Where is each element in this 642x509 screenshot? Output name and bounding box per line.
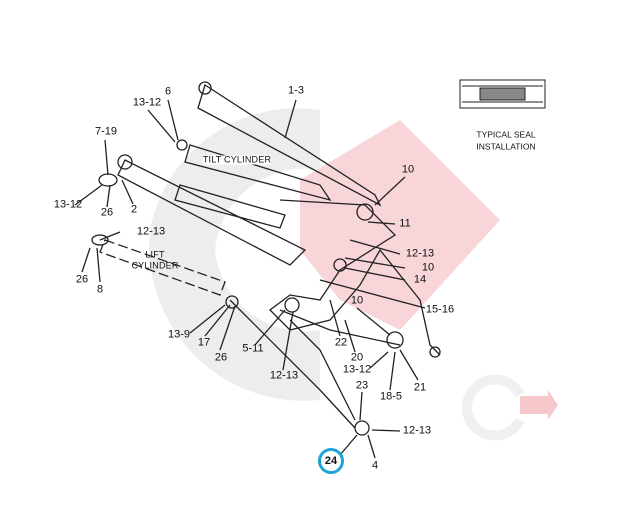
callout-label: 20 [350, 351, 364, 364]
watermark-logo [149, 108, 558, 441]
callout-label: 7-19 [94, 125, 118, 138]
arm-assembly-lines [74, 81, 441, 459]
callout-label: 5-11 [242, 342, 264, 355]
callout-label: 15-16 [425, 303, 455, 316]
callout-label: 17 [197, 336, 211, 349]
callout-label: 10 [401, 163, 415, 176]
callout-label: 13-12 [53, 198, 83, 211]
callout-label: 12-13 [405, 247, 435, 260]
highlighted-callout-24[interactable]: 24 [318, 448, 344, 474]
callout-label: 1-3 [288, 84, 304, 97]
callout-label: 13-9 [167, 328, 191, 341]
callout-label: 23 [355, 379, 369, 392]
lift-cylinder-label-line1: LIFT [145, 249, 165, 260]
seal-inset-drawing [459, 79, 546, 109]
callout-label: 12-13 [402, 424, 432, 437]
lift-cylinder-label-line2: CYLINDER [131, 260, 179, 271]
callout-label: 21 [413, 381, 427, 394]
callout-label: 26 [214, 351, 228, 364]
callout-label: 4 [371, 459, 379, 472]
callout-label: 13-12 [132, 96, 162, 109]
callout-label: 6 [164, 85, 172, 98]
callout-label: 8 [96, 283, 104, 296]
seal-caption-line1: TYPICAL SEAL [476, 129, 536, 140]
callout-label: 10 [421, 261, 435, 274]
callout-label: 13-12 [342, 363, 372, 376]
callout-label: 22 [334, 336, 348, 349]
callout-label: 10 [350, 294, 364, 307]
callout-label: 18-5 [379, 390, 403, 403]
callout-label: 12-13 [136, 225, 166, 238]
callout-label: 12-13 [269, 369, 299, 382]
callout-label: 14 [413, 273, 427, 286]
callout-label: 26 [100, 206, 114, 219]
callout-label: 26 [75, 273, 89, 286]
callout-label: 11 [399, 217, 411, 230]
seal-caption-line2: INSTALLATION [476, 141, 536, 152]
callout-label: 2 [130, 203, 138, 216]
tilt-cylinder-label: TILT CYLINDER [202, 154, 272, 165]
